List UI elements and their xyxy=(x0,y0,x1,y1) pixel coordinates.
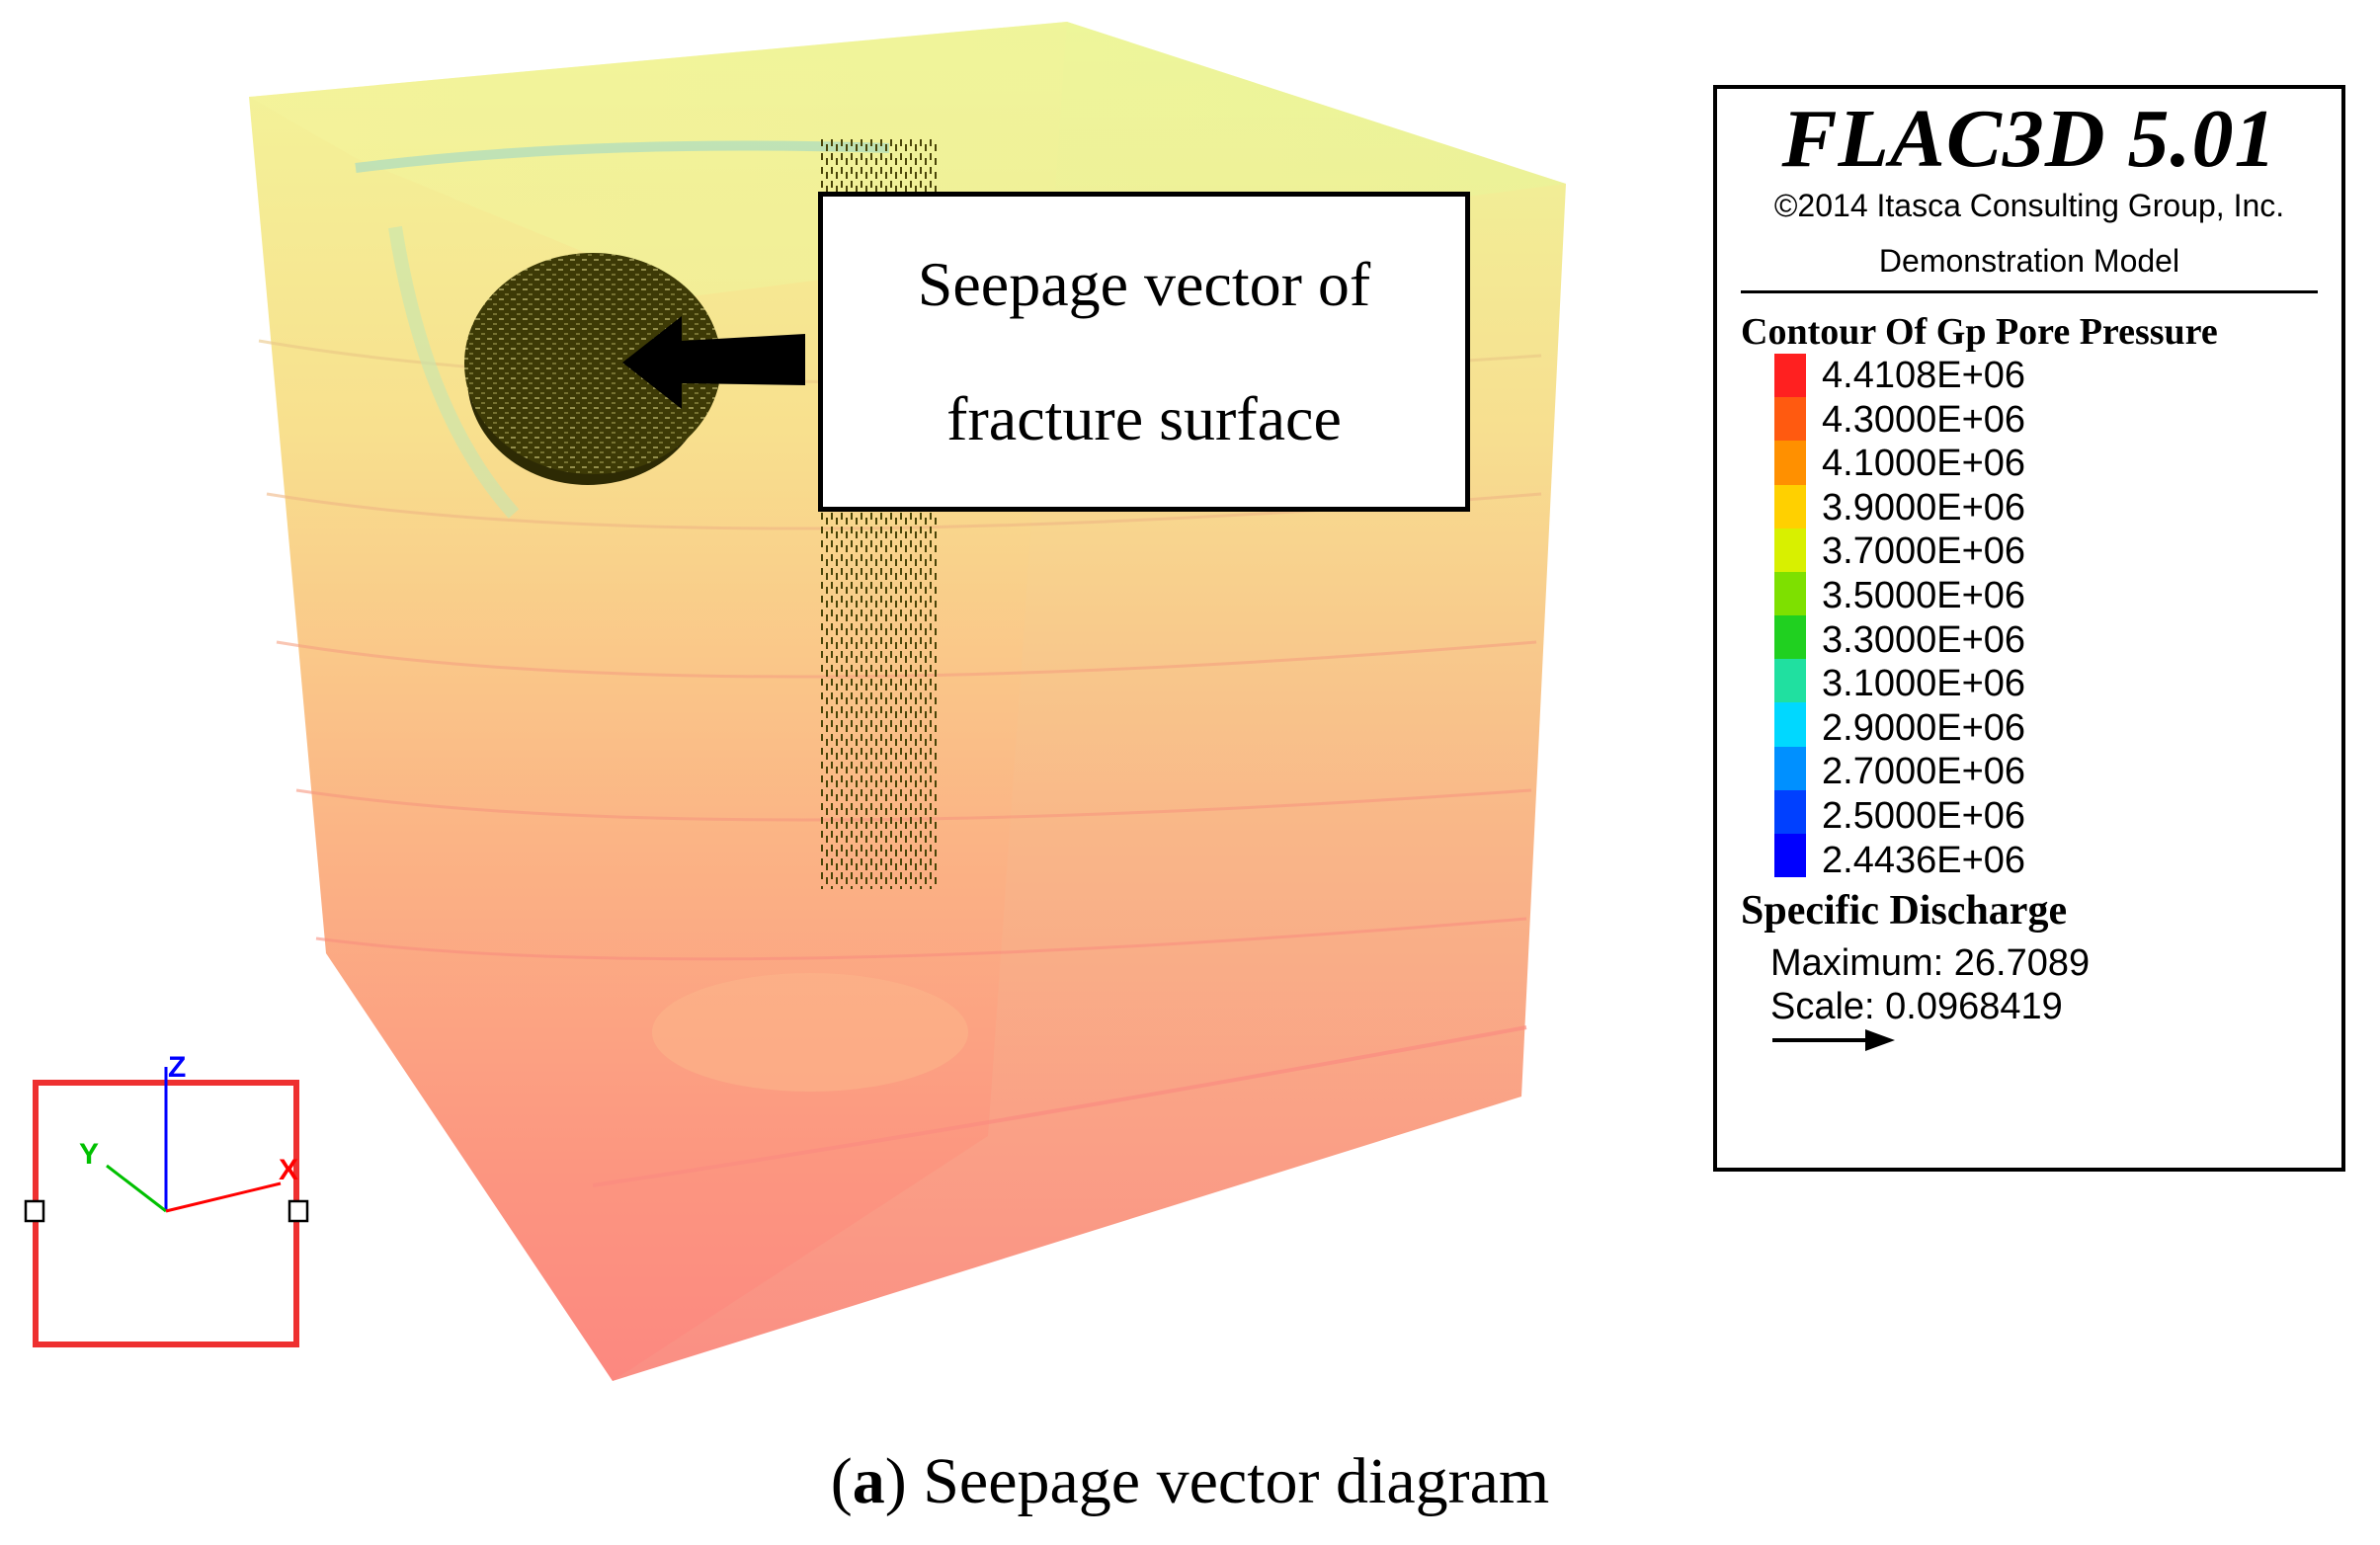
contour-value: 4.3000E+06 xyxy=(1822,398,2026,441)
legend-model-name: Demonstration Model xyxy=(1878,243,2180,279)
y-axis-line xyxy=(106,1164,167,1213)
color-swatch xyxy=(1774,441,1806,485)
callout-line-2: fracture surface xyxy=(946,383,1342,453)
color-swatch xyxy=(1774,833,1806,878)
legend-title: FLAC3D 5.01 xyxy=(1781,93,2277,185)
x-axis-line xyxy=(165,1181,282,1213)
contour-value: 3.7000E+06 xyxy=(1822,530,2026,573)
contour-value: 2.4436E+06 xyxy=(1822,839,2026,881)
contour-value: 2.9000E+06 xyxy=(1822,706,2026,749)
contour-value: 4.4108E+06 xyxy=(1822,355,2026,396)
color-swatch xyxy=(1774,571,1806,616)
color-swatch xyxy=(1774,702,1806,747)
color-swatch xyxy=(1774,397,1806,442)
seepage-arrow xyxy=(622,316,805,409)
color-swatch xyxy=(1774,659,1806,703)
z-axis-label: Z xyxy=(168,1051,186,1084)
discharge-scale: Scale: 0.0968419 xyxy=(1770,986,2063,1027)
figure-caption: (a) Seepage vector diagram xyxy=(830,1445,1550,1517)
x-axis-label: X xyxy=(279,1154,298,1186)
discharge-arrow-icon xyxy=(1772,1029,1895,1051)
axis-handle-left[interactable] xyxy=(24,1199,45,1223)
caption-text: Seepage vector diagram xyxy=(923,1445,1550,1517)
caption-label: a xyxy=(852,1445,885,1517)
fracture-callout: Seepage vector of fracture surface xyxy=(818,192,1470,512)
axis-handle-right[interactable] xyxy=(287,1199,309,1223)
color-swatch xyxy=(1774,354,1806,398)
contour-value: 2.7000E+06 xyxy=(1822,751,2026,793)
color-swatch xyxy=(1774,528,1806,572)
contour-value: 3.5000E+06 xyxy=(1822,574,2026,616)
contour-color-bar xyxy=(1774,354,1806,878)
axis-indicator: Z Y X xyxy=(24,1051,309,1347)
color-swatch xyxy=(1774,615,1806,660)
contour-value: 3.1000E+06 xyxy=(1822,663,2026,705)
color-swatch xyxy=(1774,789,1806,834)
callout-line-1: Seepage vector of xyxy=(917,249,1371,319)
contour-value-list: 4.4108E+06 4.3000E+06 4.1000E+06 3.9000E… xyxy=(1822,354,2025,882)
color-swatch xyxy=(1774,484,1806,529)
contour-value: 4.1000E+06 xyxy=(1822,443,2026,485)
fracture-disc xyxy=(464,253,721,485)
contour-value: 3.3000E+06 xyxy=(1822,618,2026,661)
y-axis-label: Y xyxy=(79,1138,99,1171)
color-swatch xyxy=(1774,746,1806,790)
legend-copyright: ©2014 Itasca Consulting Group, Inc. xyxy=(1773,188,2285,223)
legend-divider xyxy=(1741,290,2318,293)
contour-title: Contour Of Gp Pore Pressure xyxy=(1741,311,2218,353)
legend-panel: FLAC3D 5.01 ©2014 Itasca Consulting Grou… xyxy=(1713,85,2345,1172)
contour-value: 2.5000E+06 xyxy=(1822,794,2026,837)
discharge-title: Specific Discharge xyxy=(1741,888,2068,934)
contour-value: 3.9000E+06 xyxy=(1822,486,2026,529)
discharge-maximum: Maximum: 26.7089 xyxy=(1770,942,2091,984)
